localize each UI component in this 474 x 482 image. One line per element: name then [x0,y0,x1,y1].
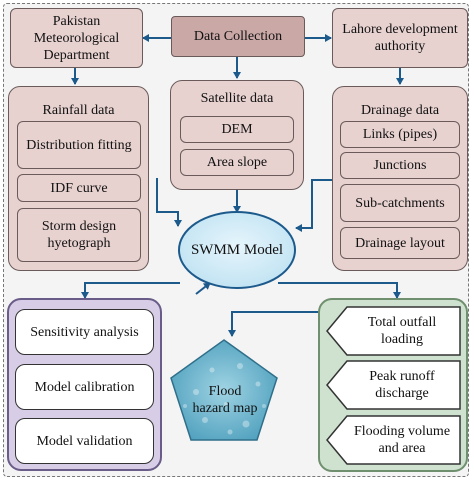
satellite-item: DEM [180,116,294,143]
water-droplets-texture [183,363,266,435]
satellite-title: Satellite data [200,91,274,106]
swmm-ellipse [178,211,296,289]
drainage-item: Junctions [340,152,460,179]
rainfall-item-label: Distribution fitting [26,137,132,153]
satellite-item: Area slope [180,149,294,176]
output-item-label: Total outfall loading [367,315,437,347]
rainfall-item: Storm design hyetograph [17,208,141,262]
drainage-item-label: Links (pipes) [362,127,438,142]
pmd-label: Pakistan Meteorological Department [33,13,120,63]
arrow-swmm-to-outputs [278,282,401,299]
rainfall-title: Rainfall data [42,103,115,118]
analysis-item: Model validation [15,418,154,464]
data-collection-label: Data Collection [193,29,283,44]
flood-map-pentagon [170,339,278,441]
drainage-title: Drainage data [360,103,440,118]
drainage-item-label: Sub-catchments [355,195,445,211]
lda-label: Lahore development authority [342,22,458,54]
output-item: Flooding volume and area [345,417,459,463]
output-item-label: Peak runoff discharge [369,369,435,401]
satellite-item-label: Area slope [206,155,268,170]
output-item: Total outfall loading [345,308,459,354]
swmm-label: SWMM Model [190,241,284,258]
arrow-analysis-to-swmm [195,282,211,295]
arrow-rainfall-to-swmm [156,178,182,227]
drainage-item: Drainage layout [340,227,460,259]
rainfall-item: Distribution fitting [17,121,141,169]
arrow-drainage-to-swmm [295,179,337,232]
analysis-item: Model calibration [15,364,154,410]
connector-arrows [71,34,404,337]
arrow-outputs-to-map [228,311,324,337]
drainage-item: Sub-catchments [340,184,460,222]
swmm-model-box: SWMM Model [186,230,288,270]
output-arrow-shapes [326,306,461,465]
arrow-swmm-to-analysis [81,282,180,299]
output-item: Peak runoff discharge [345,362,459,408]
output-shape [326,360,461,410]
analysis-item: Sensitivity analysis [15,309,154,355]
output-shape [326,306,461,356]
rainfall-item: IDF curve [17,174,141,202]
analysis-item-label: Sensitivity analysis [30,324,139,340]
flood-map-label: Flood hazard map [192,384,258,416]
rainfall-item-label: Storm design hyetograph [41,219,117,251]
flood-map-label-box: Flood hazard map [189,372,261,428]
analysis-item-label: Model calibration [34,379,135,395]
output-shape [326,415,461,465]
analysis-item-label: Model validation [36,433,133,449]
rainfall-item-label: IDF curve [50,180,108,196]
drainage-item-label: Junctions [373,158,427,173]
satellite-item-label: DEM [221,122,253,137]
drainage-item: Links (pipes) [340,121,460,148]
output-item-label: Flooding volume and area [353,424,451,456]
data-collection-box: Data Collection [171,16,305,57]
lda-box: Lahore development authority [332,8,468,68]
drainage-item-label: Drainage layout [355,235,445,251]
pmd-box: Pakistan Meteorological Department [10,8,143,68]
